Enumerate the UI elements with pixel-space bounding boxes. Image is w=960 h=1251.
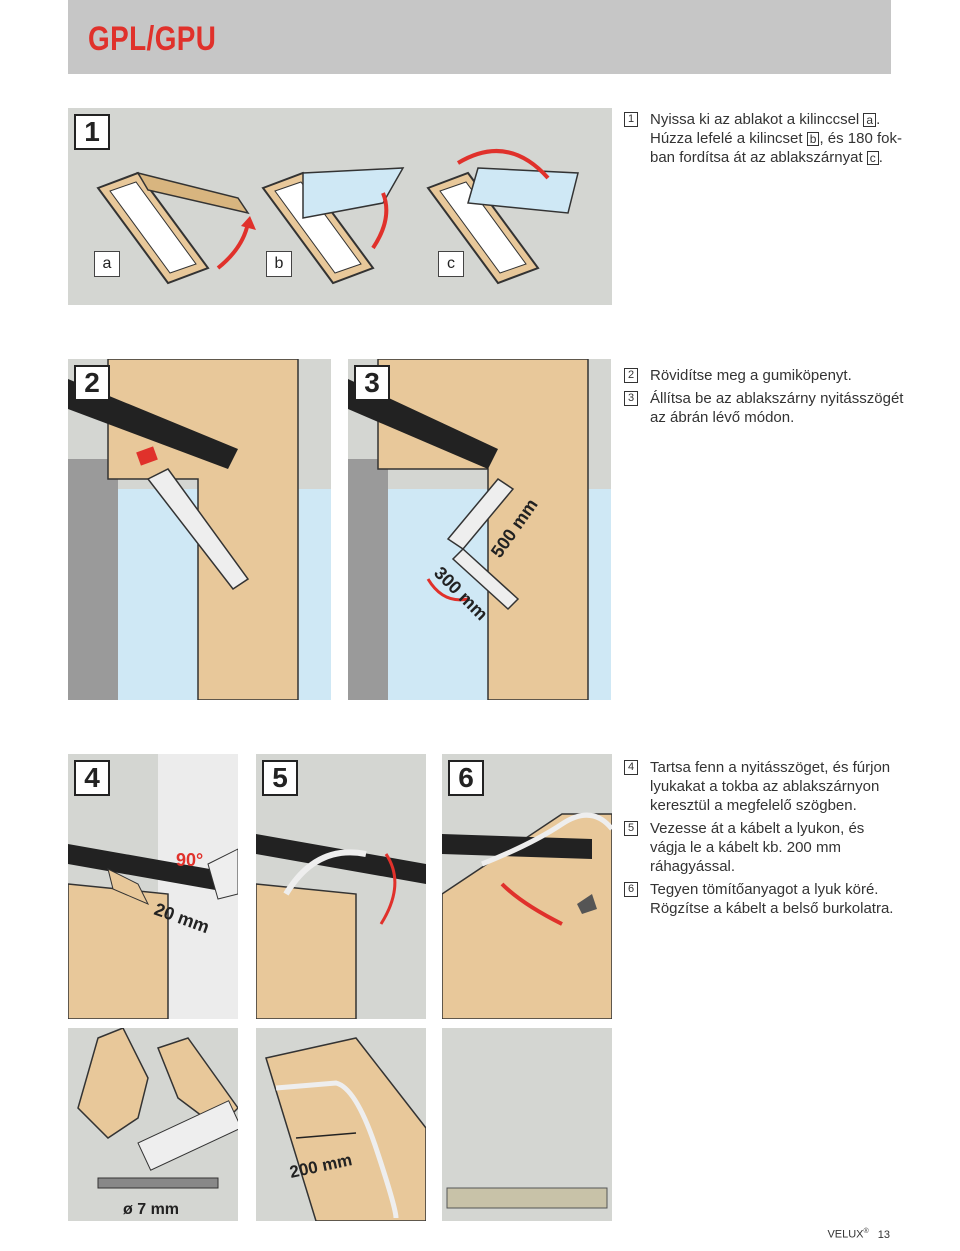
instructions-2-3: 2 Rövidítse meg a gumiköpenyt. 3 Állítsa… bbox=[624, 366, 904, 431]
ref-a: a bbox=[863, 113, 877, 127]
instruction-1: 1 Nyissa ki az ablakot a kilinccsel a. H… bbox=[624, 110, 904, 171]
step-number-5: 5 bbox=[262, 760, 298, 796]
panel-step-6: 6 bbox=[442, 754, 612, 1019]
set-angle-illustration: 500 mm 300 mm bbox=[348, 359, 611, 700]
footer: VELUX® 13 bbox=[827, 1228, 890, 1241]
dim-angle: 90° bbox=[176, 850, 203, 870]
panel-step-3: 3 500 mm 300 mm bbox=[348, 359, 611, 700]
detail-drill-panel: ø 7 mm bbox=[68, 1028, 238, 1221]
panel-step-5: 5 bbox=[256, 754, 426, 1019]
window-rotation-illustration bbox=[96, 149, 579, 285]
cable-through-illustration bbox=[256, 834, 426, 1019]
panel-step-4: 4 90° 20 mm bbox=[68, 754, 238, 1019]
shorten-rubber-illustration bbox=[68, 359, 331, 700]
step-number-6: 6 bbox=[448, 760, 484, 796]
header-bar: GPL/GPU bbox=[68, 0, 891, 74]
instruction-2-number: 2 bbox=[624, 368, 638, 383]
panel-step-2: 2 bbox=[68, 359, 331, 700]
instruction-4-number: 4 bbox=[624, 760, 638, 775]
detail-seal-panel bbox=[442, 1028, 612, 1221]
sub-label-b: b bbox=[266, 251, 292, 277]
seal-strip-detail-illustration bbox=[446, 1187, 608, 1209]
step-number-4: 4 bbox=[74, 760, 110, 796]
ref-b: b bbox=[806, 132, 820, 146]
instruction-1-number: 1 bbox=[624, 112, 638, 127]
page-number: 13 bbox=[877, 1229, 890, 1241]
step-number-2: 2 bbox=[74, 365, 110, 401]
step-number-3: 3 bbox=[354, 365, 390, 401]
ref-c: c bbox=[866, 151, 879, 165]
panel-step-1: 1 a bbox=[68, 108, 612, 305]
step-number-1: 1 bbox=[74, 114, 110, 150]
instruction-5-number: 5 bbox=[624, 821, 638, 836]
instruction-6-number: 6 bbox=[624, 882, 638, 897]
sub-label-c: c bbox=[438, 251, 464, 277]
instructions-4-6: 4 Tartsa fenn a nyitásszöget, és fúrjon … bbox=[624, 758, 904, 922]
drill-hole-illustration: 90° 20 mm bbox=[68, 754, 238, 1019]
sub-label-a: a bbox=[94, 251, 120, 277]
dim-drill-7mm: ø 7 mm bbox=[123, 1201, 179, 1218]
brand-name: VELUX bbox=[827, 1229, 864, 1241]
detail-cable-panel: 200 mm bbox=[256, 1028, 426, 1221]
instruction-3-number: 3 bbox=[624, 391, 638, 406]
drill-detail-illustration: ø 7 mm bbox=[77, 1028, 238, 1218]
seal-cable-illustration bbox=[442, 812, 612, 1019]
page-title: GPL/GPU bbox=[88, 20, 217, 58]
cable-cut-detail-illustration: 200 mm bbox=[265, 1037, 426, 1221]
